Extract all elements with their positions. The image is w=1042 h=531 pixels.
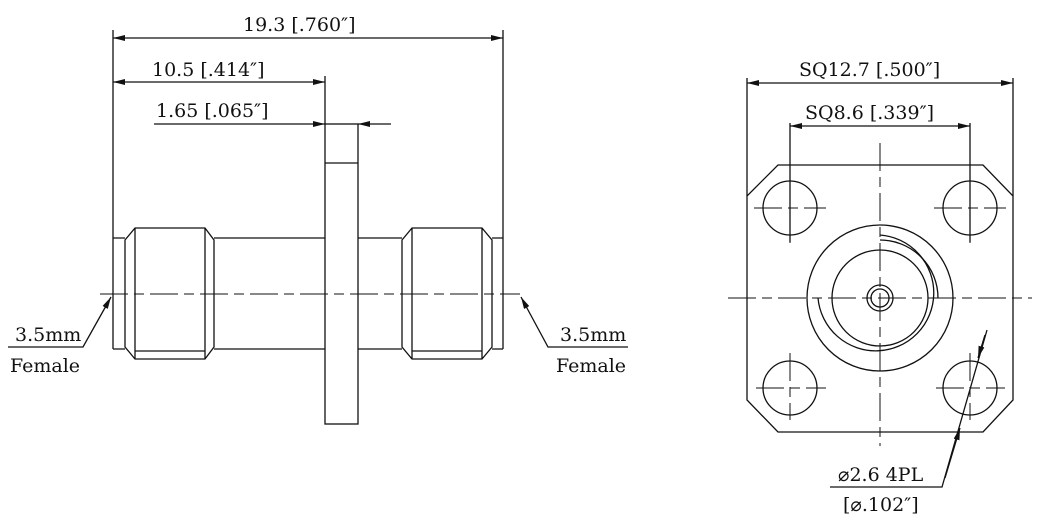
overall-length-label: 19.3 [.760″] xyxy=(243,14,356,36)
left-port-size: 3.5mm xyxy=(15,324,81,346)
flange-thickness-label: 1.65 [.065″] xyxy=(156,100,269,122)
mounting-holes xyxy=(754,172,1006,420)
side-view: 19.3 [.760″] 10.5 [.414″] 1.65 [.065″] 3… xyxy=(8,14,628,425)
flange-position-label: 10.5 [.414″] xyxy=(152,59,265,81)
hole-diameter-inch-label: [⌀.102″] xyxy=(843,494,919,516)
right-port-size: 3.5mm xyxy=(560,324,626,346)
front-view: SQ12.7 [.500″] SQ8.6 [.339″] ⌀2.6 4PL [⌀… xyxy=(728,59,1032,516)
hole-spacing-label: SQ8.6 [.339″] xyxy=(805,102,934,124)
flange xyxy=(324,123,359,425)
left-port-gender: Female xyxy=(10,355,80,377)
flange-outline xyxy=(746,164,1014,433)
hole-diameter-label: ⌀2.6 4PL xyxy=(838,464,924,486)
right-port-gender: Female xyxy=(556,355,626,377)
flange-square-label: SQ12.7 [.500″] xyxy=(799,59,940,81)
